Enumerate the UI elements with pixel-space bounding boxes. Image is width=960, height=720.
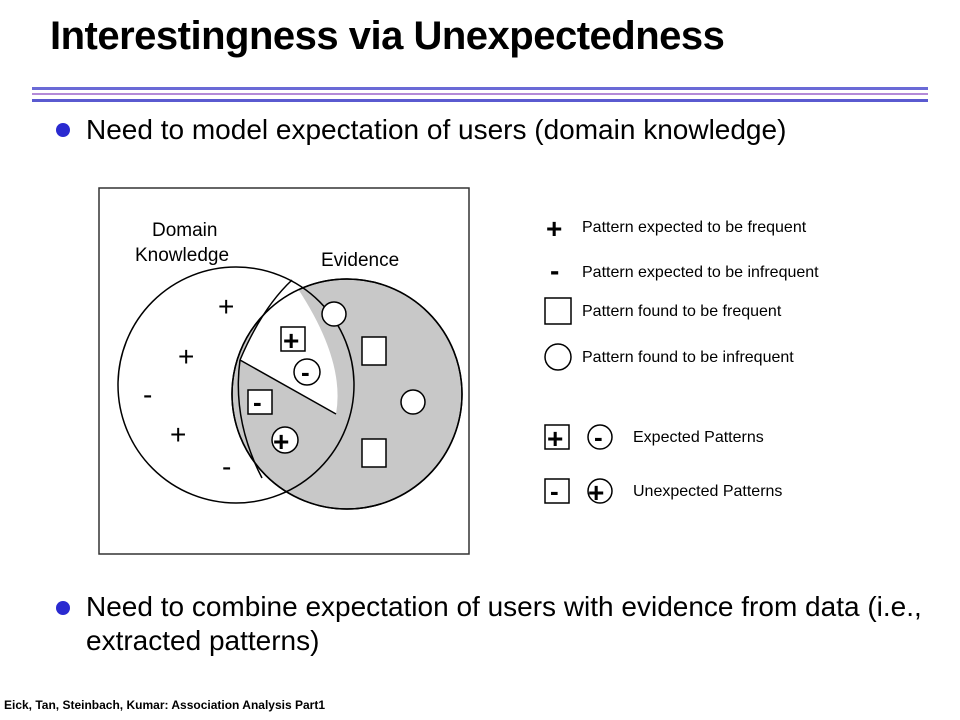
slide-title: Interestingness via Unexpectedness xyxy=(50,14,725,58)
title-rule-middle xyxy=(32,93,928,95)
expected-plus: + xyxy=(547,423,563,454)
legend-found-frequent: Pattern found to be frequent xyxy=(582,303,782,320)
legend-plus-symbol: + xyxy=(546,213,562,244)
legend-square-symbol xyxy=(544,297,572,325)
expected-patterns-label: Expected Patterns xyxy=(633,429,764,446)
bullet-dot-2 xyxy=(56,601,70,615)
unexpected-plus-circle xyxy=(587,478,613,504)
legend-minus-symbol: - xyxy=(550,255,559,286)
expected-minus-circle xyxy=(587,424,613,450)
intersection-minus-2: - xyxy=(253,387,262,417)
domain-minus-2: - xyxy=(222,451,231,482)
bullet-dot-1 xyxy=(56,123,70,137)
domain-plus-1: + xyxy=(218,291,234,322)
legend-found-infrequent: Pattern found to be infrequent xyxy=(582,349,794,366)
legend-circle-symbol xyxy=(544,343,572,371)
expected-plus-box xyxy=(544,424,570,450)
bullet-text-1: Need to model expectation of users (doma… xyxy=(86,114,787,145)
intersection-plus-2: + xyxy=(273,426,289,457)
domain-knowledge-label-2: Knowledge xyxy=(135,245,229,266)
unexpected-plus: + xyxy=(588,477,604,508)
evidence-circle-pattern-1 xyxy=(321,301,347,327)
evidence-square-pattern-1 xyxy=(361,336,387,366)
title-rule-top xyxy=(32,87,928,90)
intersection-plus-circle xyxy=(271,426,299,454)
domain-knowledge-circle xyxy=(117,266,355,504)
intersection-plus-box xyxy=(280,326,306,352)
domain-minus-1: - xyxy=(143,379,152,410)
intersection-plus: + xyxy=(283,325,299,356)
domain-knowledge-label-1: Domain xyxy=(152,220,217,241)
evidence-circle-pattern-2 xyxy=(400,389,426,415)
intersection-minus-circle xyxy=(293,358,321,386)
unexpected-patterns-label: Unexpected Patterns xyxy=(633,483,782,500)
expected-minus: - xyxy=(594,422,603,452)
slide-footer: Eick, Tan, Steinbach, Kumar: Association… xyxy=(4,698,325,712)
evidence-label: Evidence xyxy=(321,250,399,271)
legend-expected-infrequent: Pattern expected to be infrequent xyxy=(582,264,819,281)
bullet-text-2: Need to combine expectation of users wit… xyxy=(86,591,922,656)
unexpected-minus-box xyxy=(544,478,570,504)
intersection-minus-box xyxy=(247,389,273,415)
domain-plus-2: + xyxy=(178,341,194,372)
unexpected-minus: - xyxy=(550,476,559,506)
legend-expected-frequent: Pattern expected to be frequent xyxy=(582,219,807,236)
title-rule-bottom xyxy=(32,99,928,102)
intersection-minus: - xyxy=(301,357,310,387)
domain-plus-3: + xyxy=(170,419,186,450)
evidence-square-pattern-2 xyxy=(361,438,387,468)
